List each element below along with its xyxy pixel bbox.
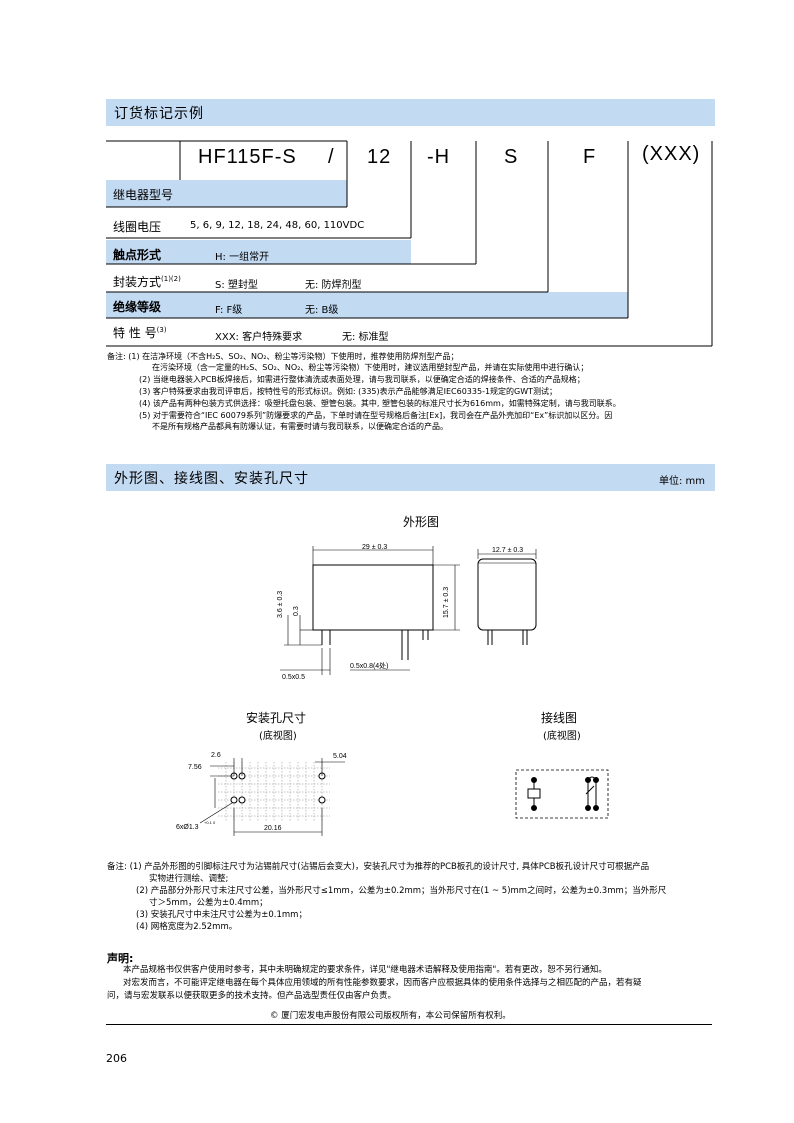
hole-dim-d-tol: +0.1 0 [204, 820, 216, 825]
hole-dim-e: 20.16 [264, 825, 282, 832]
wiring-subtitle: (底视图) [543, 731, 581, 742]
dim-pin-size-2: 0.5x0.8(4处) [350, 661, 389, 670]
row-bg-type [106, 180, 347, 207]
dims-unit: 单位: mm [658, 476, 705, 487]
ordering-note-5: (5) 对于需要符合“IEC 60079系列”防爆要求的产品，下单时请在型号规格… [139, 411, 613, 420]
holes-drawing: 2.6 7.56 5.04 6xØ1.3 +0.1 0 20.16 [176, 752, 347, 836]
dim-pin-size: 0.5x0.5 [282, 674, 305, 681]
hole-dim-a: 2.6 [211, 752, 221, 759]
code-part-package: S [504, 146, 519, 168]
row-value-contact: H: 一组常开 [215, 252, 270, 263]
row-value-voltage: 5, 6, 9, 12, 18, 24, 48, 60, 110VDC [190, 220, 365, 231]
ordering-note-1b: 在污染环境（含一定量的H₂S、SO₂、NO₂、粉尘等污染物）下使用时，建议选用塑… [152, 363, 589, 372]
dims-note-1b: 实物进行测绘、调整; [149, 874, 229, 884]
hole-dim-d: 6xØ1.3 [176, 824, 199, 831]
code-part-voltage: 12 [367, 146, 392, 168]
row-value-package: S: 塑封型 [215, 280, 258, 291]
code-part-special: (XXX) [642, 143, 701, 165]
statement-title: 声明: [107, 952, 134, 965]
statement-line-3: 问，请与宏发联系以便获取更多的技术支持。但产品选型责任仅由客户负责。 [107, 991, 397, 1001]
row-label-contact: 触点形式 [113, 248, 162, 262]
row-label-package-text: 封装方式 [113, 275, 162, 289]
dim-height: 15.7 ± 0.3 [443, 587, 450, 618]
code-part-type: HF115F-S [198, 146, 297, 168]
dim-length: 29 ± 0.3 [362, 544, 387, 551]
hole-dim-b: 7.56 [188, 764, 202, 771]
outline-drawing: 29 ± 0.3 12.7 ± 0.3 15.7 ± 0.3 3.6 ± 0.3… [277, 544, 537, 681]
ordering-header: 订货标记示例 [106, 99, 715, 126]
row-label-special-text: 特 性 号 [113, 326, 157, 340]
ordering-note-1: 备注: (1) 在洁净环境（不含H₂S、SO₂、NO₂、粉尘等污染物）下使用时，… [107, 352, 459, 361]
ordering-note-5b: 不是所有规格产品都具有防爆认证，有需要时请与我司联系，以便确定合适的产品。 [152, 422, 448, 431]
row-label-special-sup: (3) [156, 326, 167, 334]
ordering-table-lines [106, 140, 713, 347]
wiring-drawing [515, 769, 609, 819]
holes-title: 安装孔尺寸 [246, 711, 307, 725]
row-label-package-sup: (1)(2) [161, 275, 181, 283]
dims-note-3: (3) 安装孔尺寸中未注尺寸公差为±0.1mm； [136, 910, 307, 920]
dim-pin-length: 3.6 ± 0.3 [277, 591, 284, 618]
code-part-contact: -H [427, 146, 451, 168]
ordering-note-2: (2) 当继电器装入PCB板焊接后，如需进行整体清洗或表面处理，请与我司联系，以… [139, 375, 585, 384]
statement-line-2: 对宏发而言，不可能评定继电器在每个具体应用领域的所有性能参数要求，因而客户应根据… [123, 978, 642, 988]
row-value-special-2: 无: 标准型 [342, 332, 389, 343]
hole-dim-c: 5.04 [333, 753, 347, 760]
dim-width: 12.7 ± 0.3 [492, 547, 523, 554]
row-label-type: 继电器型号 [113, 188, 174, 202]
row-label-insulation: 绝缘等级 [113, 300, 162, 314]
dims-note-2b: 寸＞5mm，公差为±0.4mm； [149, 898, 268, 908]
ordering-title: 订货标记示例 [114, 106, 204, 122]
dim-pin-thickness: 0.3 [293, 606, 300, 616]
wiring-title: 接线图 [541, 711, 578, 725]
row-bg-contact [106, 240, 411, 264]
dims-note-4: (4) 网格宽度为2.52mm。 [136, 922, 238, 932]
footer-rule [106, 1024, 712, 1025]
code-part-slash: / [328, 146, 335, 168]
dims-header: 外形图、接线图、安装孔尺寸 单位: mm [106, 464, 715, 491]
ordering-note-3: (3) 客户特殊要求由我司评审后，按特性号的形式标识。例如: (335)表示产品… [139, 387, 558, 396]
row-label-special: 特 性 号(3) [113, 324, 167, 341]
ordering-note-4: (4) 该产品有两种包装方式供选择：吸塑托盘包装、塑管包装。其中, 塑管包装的标… [139, 399, 621, 408]
row-value-package-2: 无: 防焊剂型 [305, 280, 362, 291]
code-part-insulation: F [583, 146, 597, 168]
dims-title: 外形图、接线图、安装孔尺寸 [114, 471, 309, 487]
copyright: © 厦门宏发电声股份有限公司版权所有，本公司保留所有权利。 [270, 1011, 511, 1021]
dims-note-2: (2) 产品部分外形尺寸未注尺寸公差，当外形尺寸≤1mm，公差为±0.2mm；当… [136, 886, 667, 896]
row-bg-insulation [106, 292, 628, 318]
outline-title: 外形图 [403, 515, 440, 529]
row-label-voltage: 线圈电压 [113, 220, 162, 234]
row-value-insulation-2: 无: B级 [305, 305, 339, 316]
page-number: 206 [106, 1052, 127, 1065]
dims-note-1: 备注: (1) 产品外形图的引脚标注尺寸为沾锡前尺寸(沾锡后会变大)，安装孔尺寸… [107, 862, 650, 872]
row-value-insulation: F: F级 [215, 305, 243, 316]
holes-subtitle: (底视图) [259, 731, 297, 742]
row-value-special: XXX: 客户特殊要求 [215, 332, 303, 343]
row-label-package: 封装方式(1)(2) [113, 273, 181, 290]
statement-line-1: 本产品规格书仅供客户使用时参考，其中未明确规定的要求条件，详见"继电器术语解释及… [123, 965, 607, 975]
